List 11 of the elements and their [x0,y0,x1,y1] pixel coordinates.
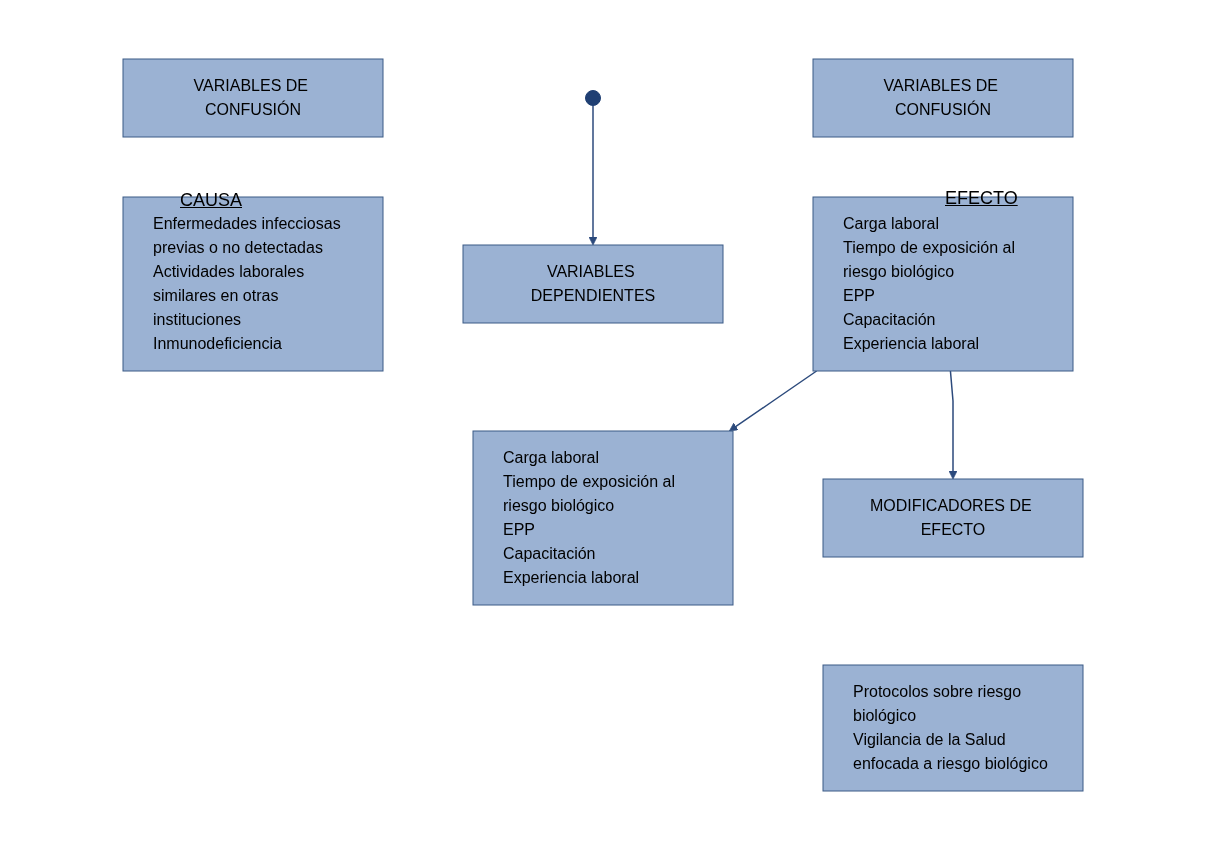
arrow [729,370,818,432]
node-circle [585,90,601,106]
heading-label: CAUSA [180,190,242,211]
node-box: Carga laboral Tiempo de exposición al riesgo biológico EPP Capacitación Experiencia laboral [472,430,734,606]
node-box: VARIABLES DE CONFUSIÓN [812,58,1074,138]
node-box: MODIFICADORES DE EFECTO [822,478,1084,558]
arrow [588,104,598,246]
node-box: VARIABLES DE CONFUSIÓN [122,58,384,138]
node-box: VARIABLES DEPENDIENTES [462,244,724,324]
arrow [948,370,958,480]
node-box: Protocolos sobre riesgo biológico Vigilancia de la Salud enfocada a riesgo biológico [822,664,1084,792]
